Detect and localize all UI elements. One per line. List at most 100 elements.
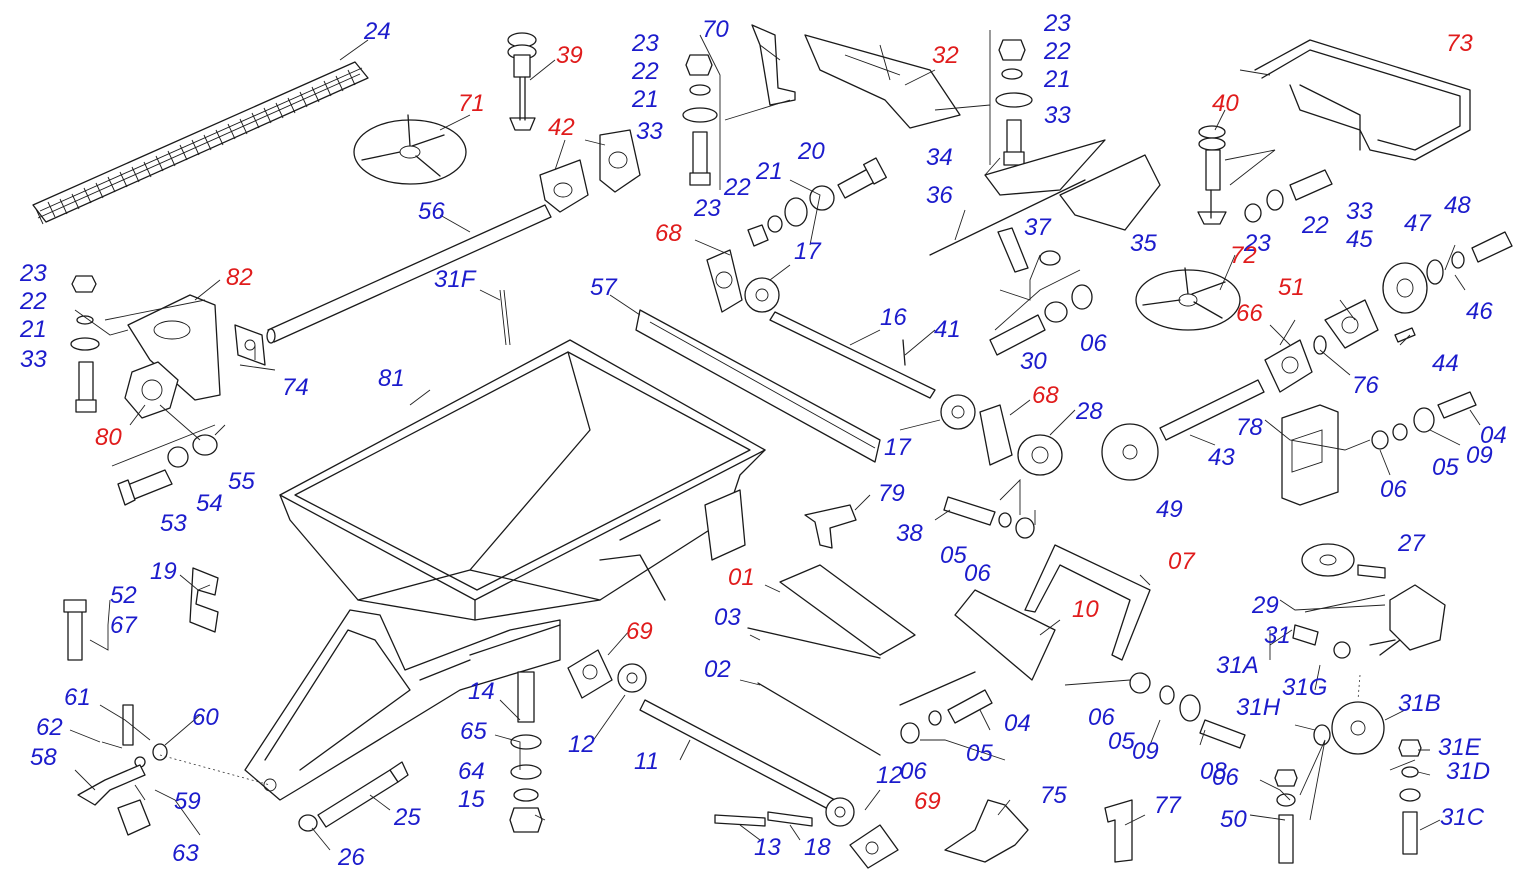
bracket-37-and-bolts: [990, 228, 1092, 355]
shaft-56: [267, 205, 551, 343]
part-callout: 33: [636, 118, 663, 145]
spinner-motor-40: [1198, 126, 1226, 224]
part-callout: 68: [655, 220, 682, 247]
part-callout: 82: [226, 264, 253, 291]
pillow-blocks-51-66: [1265, 300, 1415, 392]
spout-assembly-34-36: [930, 140, 1160, 255]
part-callout: 06: [1212, 764, 1239, 791]
part-callout: 41: [934, 316, 961, 343]
part-callout: 80: [95, 424, 122, 451]
part-callout: 12: [568, 731, 595, 758]
side-panel-57: [636, 310, 880, 462]
part-callout: 35: [1130, 230, 1157, 257]
sprocket-bearing-flange-lower: [941, 395, 1062, 475]
part-callout: 46: [1466, 298, 1493, 325]
part-callout: 69: [626, 618, 653, 645]
part-callout: 23: [1044, 10, 1071, 37]
spinner-motor-assembly: [508, 33, 536, 130]
part-callout: 28: [1076, 398, 1103, 425]
part-callout: 44: [1432, 350, 1459, 377]
mounting-bracket-82: [128, 295, 265, 400]
bolt-stack-left: [71, 276, 99, 412]
dashed-reference-line: [1358, 675, 1360, 700]
spinner-disc-72: [1136, 268, 1240, 330]
gearbox-assembly-31: [1293, 544, 1445, 658]
part-callout: 30: [1020, 348, 1047, 375]
bolt-set-53-55: [118, 435, 217, 505]
conveyor-chain: [33, 62, 368, 224]
part-callout: 74: [282, 374, 309, 401]
part-callout: 25: [394, 804, 421, 831]
part-callout: 65: [460, 718, 487, 745]
part-callout: 05: [940, 542, 967, 569]
part-callout: 13: [754, 834, 781, 861]
part-callout: 16: [880, 304, 907, 331]
part-callout: 71: [458, 90, 485, 117]
part-callout: 78: [1236, 414, 1263, 441]
part-callout: 29: [1252, 592, 1279, 619]
part-callout: 31C: [1440, 804, 1485, 831]
hopper-frame-81: [245, 340, 765, 800]
part-callout: 39: [556, 42, 583, 69]
part-callout: 60: [192, 704, 219, 731]
part-callout: 09: [1466, 442, 1493, 469]
part-callout: 66: [1236, 300, 1263, 327]
part-callout: 06: [1080, 330, 1107, 357]
bolt-set-33-right: [1245, 170, 1332, 222]
part-callout: 31A: [1216, 652, 1259, 679]
flange-bearing-80: [125, 362, 178, 418]
part-callout: 23: [1244, 230, 1271, 257]
part-callout: 76: [1352, 372, 1379, 399]
bolt-stack-14-15: [510, 672, 542, 832]
guard-frame-73: [1255, 40, 1470, 160]
part-callout: 21: [756, 158, 783, 185]
part-callout: 06: [900, 758, 927, 785]
part-callout: 62: [36, 714, 63, 741]
part-callout: 01: [728, 564, 755, 591]
shaft-16: [770, 312, 935, 398]
sprocket-31B: [1314, 702, 1384, 754]
part-callout: 42: [548, 114, 575, 141]
part-callout: 69: [914, 788, 941, 815]
part-callout: 70: [702, 16, 729, 43]
part-callout: 77: [1154, 792, 1181, 819]
part-callout: 07: [1168, 548, 1195, 575]
part-callout: 31E: [1438, 734, 1481, 761]
bearing-68-and-sprocket-17: [707, 250, 779, 312]
part-callout: 59: [174, 788, 201, 815]
part-callout: 22: [1302, 212, 1329, 239]
part-callout: 05: [1432, 454, 1459, 481]
part-callout: 17: [794, 238, 821, 265]
part-callout: 32: [932, 42, 959, 69]
part-callout: 33: [1044, 102, 1071, 129]
part-callout: 05: [966, 740, 993, 767]
part-callout: 31H: [1236, 694, 1281, 721]
part-callout: 40: [1212, 90, 1239, 117]
part-callout: 22: [632, 58, 659, 85]
part-callout: 58: [30, 744, 57, 771]
part-callout: 27: [1398, 530, 1425, 557]
pulley-set-45-48: [1383, 232, 1512, 313]
part-callout: 81: [378, 365, 405, 392]
part-callout: 68: [1032, 382, 1059, 409]
part-callout: 06: [1380, 476, 1407, 503]
part-callout: 31F: [434, 266, 476, 293]
shroud-32: [805, 35, 960, 128]
bolt-25-nut-26: [299, 762, 408, 831]
part-callout: 26: [338, 844, 365, 871]
part-callout: 63: [172, 840, 199, 867]
part-callout: 22: [1044, 38, 1071, 65]
part-callout: 43: [1208, 444, 1235, 471]
bracket-79: [805, 505, 856, 548]
part-callout: 11: [634, 748, 659, 775]
part-callout: 73: [1446, 30, 1473, 57]
bearing-flanges-42: [540, 130, 640, 212]
part-callout: 56: [418, 198, 445, 225]
part-callout: 02: [704, 656, 731, 683]
part-callout: 05: [1108, 728, 1135, 755]
part-callout: 23: [20, 260, 47, 287]
part-callout: 67: [110, 612, 137, 639]
bracket-75: [945, 800, 1028, 862]
